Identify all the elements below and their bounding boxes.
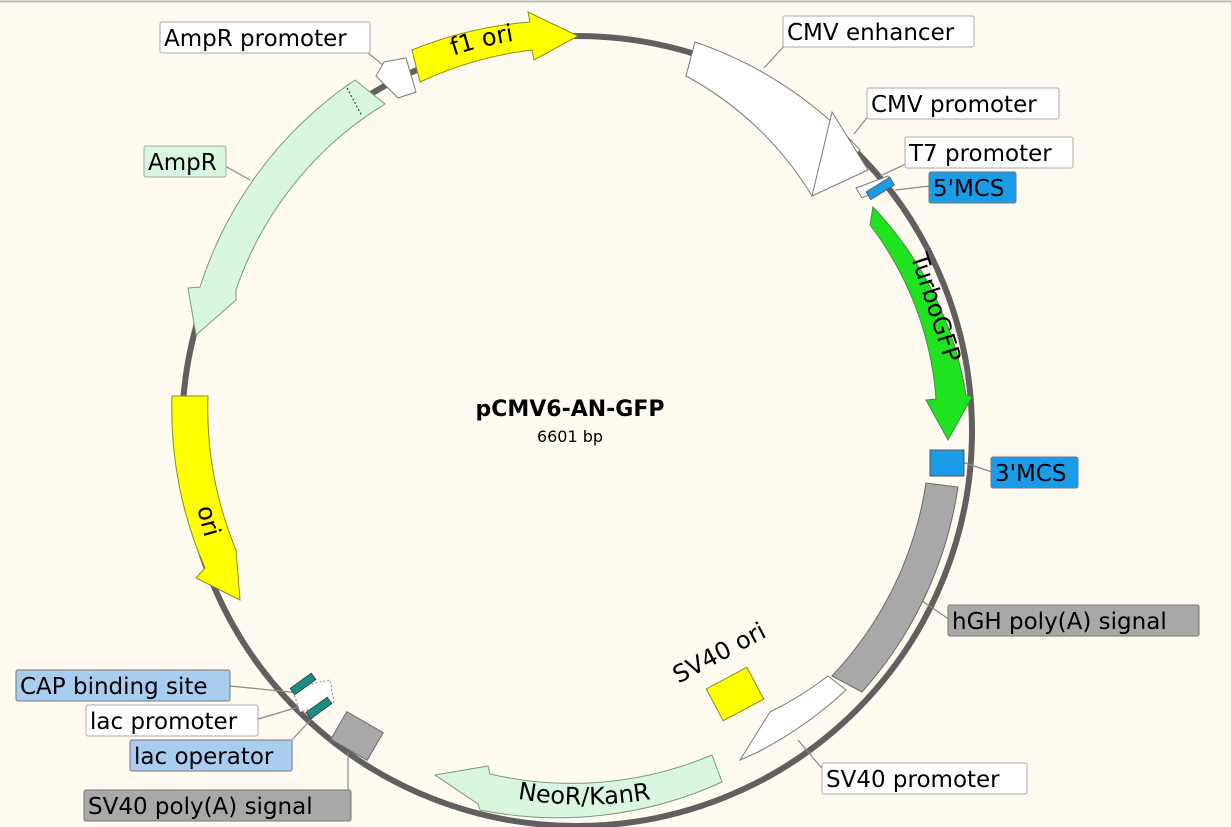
feature-sv40-promoter <box>738 675 847 762</box>
svg-text:AmpR: AmpR <box>148 150 217 176</box>
label-t7-promoter: T7 promoter <box>904 136 1074 169</box>
feature-ampr-promoter <box>375 57 417 99</box>
svg-text:3'MCS: 3'MCS <box>995 461 1066 487</box>
svg-text:SV40 poly(A) signal: SV40 poly(A) signal <box>88 794 313 820</box>
feature-3mcs <box>929 449 965 477</box>
label-sv40-promoter: SV40 promoter <box>821 762 1028 795</box>
svg-text:T7 promoter: T7 promoter <box>908 141 1052 167</box>
svg-text:lac promoter: lac promoter <box>90 709 238 735</box>
feature-hgh-polya <box>831 482 959 693</box>
label-lac-promoter: lac promoter <box>85 704 259 737</box>
feature-f1-ori <box>411 11 580 83</box>
feature-cmv-promoter <box>811 110 869 197</box>
svg-text:hGH poly(A) signal: hGH poly(A) signal <box>952 609 1167 635</box>
feature-sv40-ori <box>705 666 765 722</box>
feature-cap-binding-site <box>289 672 317 696</box>
feature-ori <box>171 395 241 601</box>
svg-text:lac operator: lac operator <box>134 744 274 770</box>
svg-text:AmpR promoter: AmpR promoter <box>164 26 347 52</box>
feature-sv40-polya <box>330 710 384 762</box>
label-ampr: AmpR <box>143 145 227 178</box>
plasmid-length: 6601 bp <box>537 427 603 446</box>
feature-lac-operator <box>305 696 333 720</box>
label-sv40-polya: SV40 poly(A) signal <box>83 789 352 822</box>
neor-kanr-label: NeoR/KanR <box>517 777 652 811</box>
svg-text:SV40 promoter: SV40 promoter <box>826 767 1000 793</box>
feature-neor-kanr <box>433 754 723 819</box>
label-cmv-promoter: CMV promoter <box>866 87 1060 120</box>
feature-5mcs <box>865 176 896 201</box>
plasmid-name: pCMV6-AN-GFP <box>475 397 664 422</box>
label-hgh-polya: hGH poly(A) signal <box>947 604 1200 637</box>
sv40-ori-label: SV40 ori <box>668 617 770 689</box>
label-3mcs: 3'MCS <box>990 456 1079 489</box>
label-5mcs: 5'MCS <box>928 171 1017 204</box>
feature-turbogfp <box>869 205 973 442</box>
svg-text:5'MCS: 5'MCS <box>933 176 1004 202</box>
label-ampr-promoter: AmpR promoter <box>159 21 371 54</box>
label-lac-operator: lac operator <box>129 739 293 772</box>
label-cap-binding-site: CAP binding site <box>15 669 231 702</box>
feature-lac-region <box>289 672 335 720</box>
label-cmv-enhancer: CMV enhancer <box>782 15 975 48</box>
feature-ampr <box>187 79 386 336</box>
svg-text:CAP binding site: CAP binding site <box>20 674 208 700</box>
ampr-dotted-mark <box>346 87 363 117</box>
turbogfp-label: TurboGFP <box>905 249 967 366</box>
svg-text:CMV promoter: CMV promoter <box>871 92 1037 118</box>
svg-text:CMV enhancer: CMV enhancer <box>787 20 955 46</box>
